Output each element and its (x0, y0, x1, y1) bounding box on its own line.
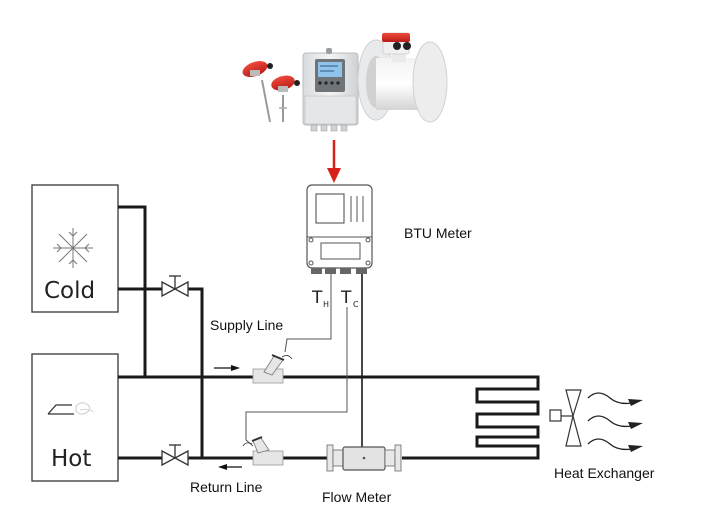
hot-label: Hot (51, 446, 91, 472)
heat-exchanger-coil[interactable] (475, 377, 540, 458)
t-cold-wire (245, 307, 348, 447)
supply-temp-sensor[interactable] (252, 354, 293, 384)
return-line-label: Return Line (190, 479, 263, 495)
cold-valve-pipe (188, 287, 204, 458)
t-cold-label: T C (340, 288, 359, 309)
return-flow-arrow-icon (218, 464, 242, 470)
valve-icon (161, 444, 189, 467)
airflow-arrowhead-icon (628, 399, 643, 406)
temperature-sensor-probe-icon (271, 75, 300, 122)
flow-meter[interactable] (326, 444, 402, 472)
hot-source[interactable]: Hot (31, 353, 119, 482)
btu-meter-label: BTU Meter (404, 225, 472, 241)
electromagnetic-flowmeter-photo (357, 32, 448, 123)
cold-label: Cold (44, 278, 95, 304)
svg-text:T: T (340, 288, 352, 308)
btu-converter-photo (302, 48, 359, 132)
svg-text:T: T (311, 288, 323, 308)
red-arrow-icon (327, 140, 341, 183)
sensor-wires (245, 274, 348, 447)
btu-meter[interactable] (306, 184, 373, 274)
temperature-sensor-probe-icon (242, 61, 273, 123)
return-line-pipe-right (402, 446, 540, 460)
airflow-arrowhead-icon (628, 445, 643, 452)
svg-text:H: H (323, 300, 329, 309)
supply-line-pipe (118, 375, 540, 389)
cold-source[interactable]: Cold (31, 184, 119, 313)
flow-meter-label: Flow Meter (322, 489, 392, 505)
snowflake-icon (53, 228, 93, 268)
return-valve[interactable] (161, 444, 189, 467)
valve-icon (161, 275, 189, 298)
supply-valve[interactable] (161, 275, 189, 298)
fan[interactable] (549, 389, 582, 447)
supply-flow-arrow-icon (214, 365, 240, 371)
svg-text:C: C (353, 300, 359, 309)
return-temp-sensor[interactable] (242, 436, 284, 466)
t-hot-label: T H (311, 288, 329, 309)
airflow-arrows-icon (587, 392, 633, 451)
product-photo (242, 32, 448, 132)
supply-line-label: Supply Line (210, 317, 283, 333)
fan-icon (549, 389, 582, 447)
terminal-blocks (311, 268, 367, 274)
heat-exchanger-label: Heat Exchanger (554, 465, 655, 481)
cold-outlet-pipe (118, 205, 147, 377)
t-hot-wire (284, 274, 332, 353)
heat-icon (47, 402, 95, 415)
airflow-arrowhead-icon (628, 422, 643, 429)
